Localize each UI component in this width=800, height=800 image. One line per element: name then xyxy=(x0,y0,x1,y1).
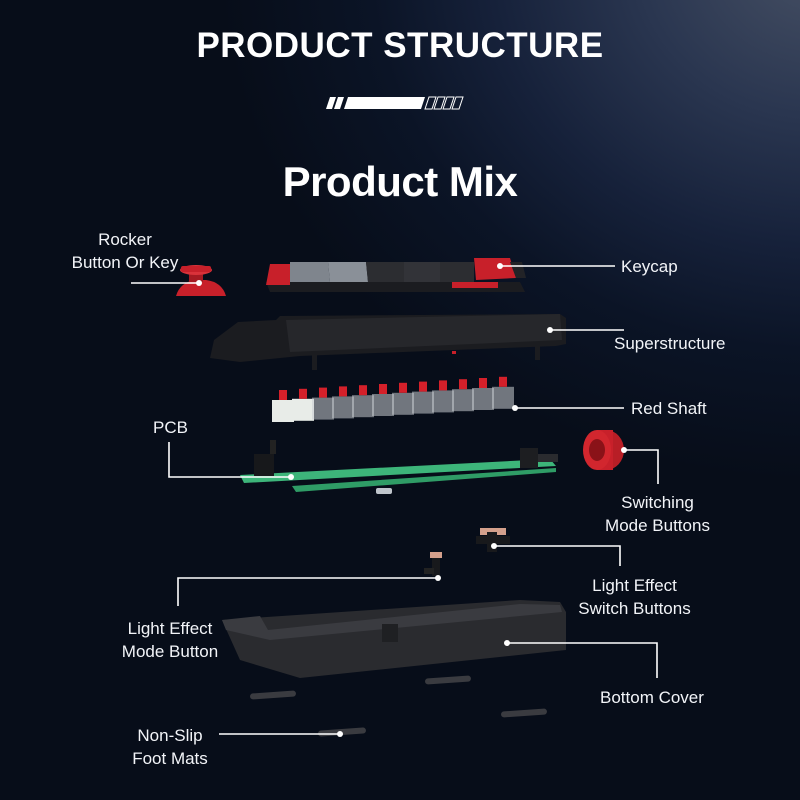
switch-body xyxy=(292,398,314,421)
switch-stem xyxy=(499,376,507,387)
label-bottom-cover: Bottom Cover xyxy=(600,688,704,707)
switch-body xyxy=(472,388,494,410)
switch-stem xyxy=(319,387,327,398)
switch-body xyxy=(432,390,454,413)
switch-stem xyxy=(379,384,387,394)
rocker-button-part xyxy=(176,265,226,296)
label-pcb: PCB xyxy=(153,418,188,437)
switch-body xyxy=(312,397,334,420)
switch-body xyxy=(372,394,394,416)
light-effect-mode-button-part xyxy=(424,552,442,576)
section-title: Product Mix xyxy=(282,158,518,205)
switch-stem xyxy=(279,390,287,400)
foot-mats-part xyxy=(250,675,547,737)
light-effect-switch-button-part xyxy=(476,528,510,552)
switch-stem xyxy=(399,382,407,393)
label-superstructure: Superstructure xyxy=(614,334,726,353)
superstructure-part xyxy=(210,314,566,370)
switch-body xyxy=(492,386,514,409)
switch-stem xyxy=(419,381,427,392)
switch-body xyxy=(412,391,434,414)
page-title: PRODUCT STRUCTURE xyxy=(196,26,604,65)
switch-body xyxy=(332,396,354,419)
keycap-part xyxy=(266,258,526,292)
label-keycap: Keycap xyxy=(621,257,678,276)
decorative-divider-bar xyxy=(326,96,464,110)
label-light-effect-switch-buttons: Light Effect Switch Buttons xyxy=(578,576,691,618)
red-shaft-part xyxy=(272,376,514,422)
label-rocker: Rocker Button Or Key xyxy=(71,230,179,272)
callout-lines xyxy=(131,265,659,735)
switch-stem xyxy=(339,386,347,397)
pcb-part xyxy=(240,440,558,494)
callout-line-pcb xyxy=(168,442,291,478)
callout-line-light-effect-mode xyxy=(177,577,438,606)
label-red-shaft: Red Shaft xyxy=(631,399,707,418)
label-foot-mats: Non-Slip Foot Mats xyxy=(132,726,208,768)
callout-line-switching-mode xyxy=(624,449,659,484)
switch-stem xyxy=(459,379,467,390)
label-light-effect-mode-button: Light Effect Mode Button xyxy=(121,619,219,661)
bottom-cover-part xyxy=(222,600,566,678)
switch-stem xyxy=(359,385,367,396)
label-switching-mode-buttons: Switching Mode Buttons xyxy=(605,493,710,535)
callout-dots xyxy=(196,263,627,737)
switch-body xyxy=(272,400,294,422)
switching-mode-knob-part xyxy=(583,430,624,470)
switch-body xyxy=(352,395,374,418)
switch-stem xyxy=(299,388,307,399)
callout-line-light-effect-switch xyxy=(494,545,621,566)
switch-body xyxy=(392,392,414,415)
callout-line-bottom-cover xyxy=(507,642,658,678)
switch-stem xyxy=(479,378,487,388)
switch-body xyxy=(452,389,474,412)
switch-stem xyxy=(439,380,447,391)
